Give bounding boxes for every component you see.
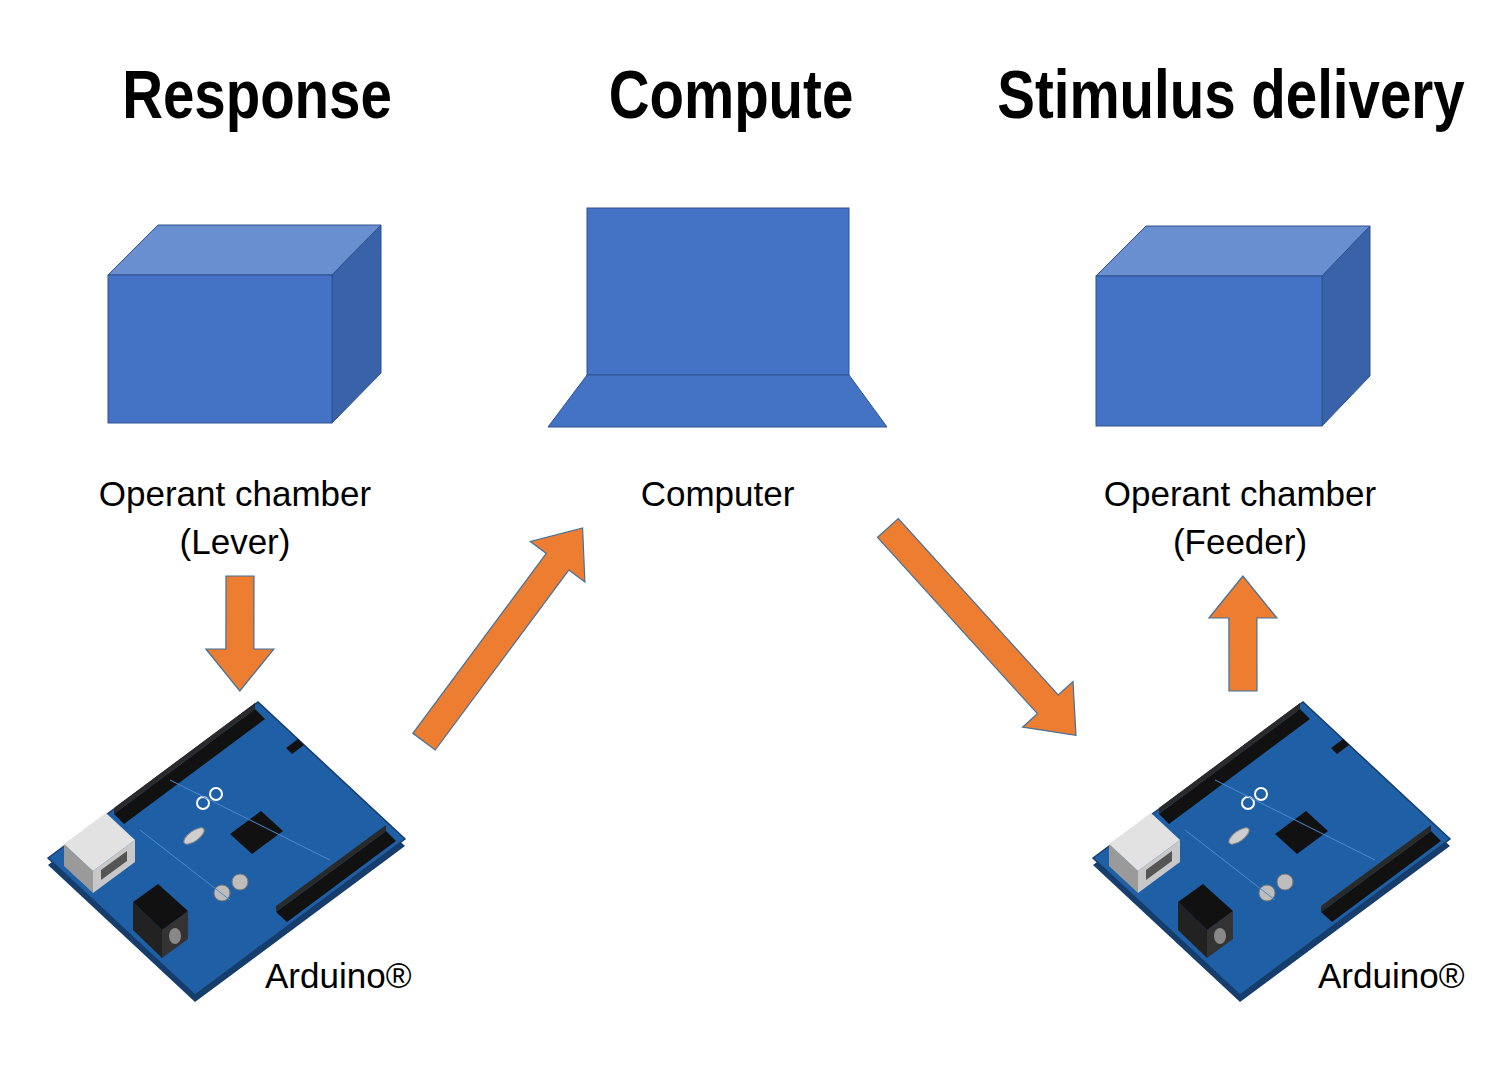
node-label: Operant chamber (Lever) xyxy=(80,470,390,566)
flow-arrow xyxy=(206,576,274,691)
chamber-node: Operant chamber (Feeder) xyxy=(1080,215,1400,572)
computer-node: Computer xyxy=(540,200,895,524)
section-heading: Compute xyxy=(441,58,1022,130)
flow-arrow xyxy=(1209,576,1277,691)
node-label: Operant chamber (Feeder) xyxy=(1080,470,1400,566)
flow-arrow xyxy=(413,528,585,750)
chamber-cube xyxy=(1096,226,1370,426)
chamber-cube xyxy=(108,225,381,423)
arduino-node: Arduino® xyxy=(35,695,420,1006)
section-heading: Response xyxy=(0,58,548,130)
arduino-node: Arduino® xyxy=(1080,695,1470,1006)
flow-arrow xyxy=(878,519,1077,736)
board-label: Arduino® xyxy=(265,952,411,1000)
computer-icon xyxy=(548,208,887,427)
node-label: Computer xyxy=(540,470,895,518)
chamber-node: Operant chamber (Lever) xyxy=(80,215,390,572)
board-label: Arduino® xyxy=(1318,952,1464,1000)
section-heading: Stimulus delivery xyxy=(941,58,1510,130)
